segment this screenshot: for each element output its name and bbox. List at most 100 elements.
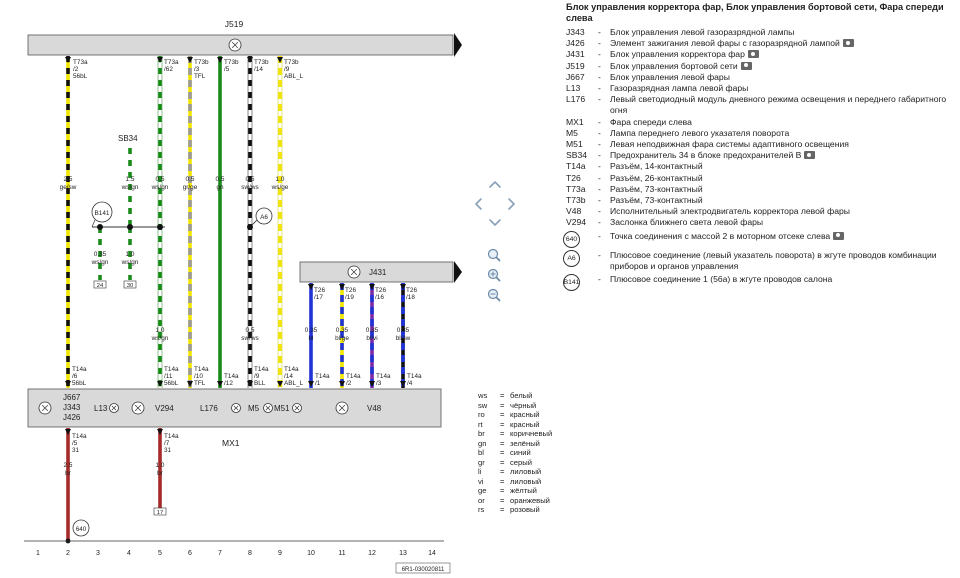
svg-text:/5: /5 <box>72 440 78 447</box>
svg-text:br: br <box>157 470 164 477</box>
svg-text:T73b: T73b <box>254 59 269 66</box>
svg-text:2: 2 <box>66 550 70 557</box>
svg-text:sw/ws: sw/ws <box>241 335 258 342</box>
legend-description: Исполнительный электродвигатель корректо… <box>610 206 850 217</box>
legend-dash: - <box>598 183 601 194</box>
svg-text:T14a: T14a <box>284 366 299 373</box>
svg-text:/62: /62 <box>164 66 173 73</box>
column-numbers: 1 2 3 4 5 6 7 8 9 10 11 12 13 14 <box>36 550 436 557</box>
unit-cross-marks <box>41 404 346 412</box>
legend-description: Плюсовое соединение (левый указатель пов… <box>610 249 937 271</box>
ground-point-640 <box>72 519 90 537</box>
wire-color-row: li=лиловый <box>478 467 552 477</box>
svg-text:1.5: 1.5 <box>126 176 135 183</box>
connector-arrows <box>65 57 406 435</box>
color-abbr: gr <box>478 457 485 467</box>
svg-text:24: 24 <box>97 283 104 289</box>
svg-text:TFL: TFL <box>194 380 206 387</box>
legend-title: Блок управления корректора фар, Блок упр… <box>566 2 944 23</box>
continue-arrow-top[interactable] <box>454 33 462 57</box>
legend-item: L176-Левый светодиодный модуль дневного … <box>566 94 956 116</box>
main-wires <box>66 56 405 528</box>
pan-down-icon[interactable] <box>489 219 501 226</box>
wire-color-row: sw=чёрный <box>478 401 552 411</box>
legend-item: J667-Блок управления левой фары <box>566 72 956 83</box>
svg-text:31: 31 <box>72 447 80 454</box>
color-abbr: vi <box>478 476 484 486</box>
svg-text:T14a: T14a <box>72 433 87 440</box>
camera-icon[interactable] <box>804 151 816 160</box>
legend-description: Плюсовое соединение 1 (56a) в жгуте пров… <box>610 274 833 285</box>
ground-box-17 <box>153 507 167 516</box>
zoom-out-icon[interactable] <box>487 288 501 302</box>
svg-text:ABL_L: ABL_L <box>284 380 304 387</box>
legend-code: J519 <box>566 60 585 71</box>
legend-dash: - <box>598 83 601 94</box>
legend-description: Разъём, 14-контактный <box>610 161 703 172</box>
wire-color-row: ro=красный <box>478 410 552 420</box>
svg-text:M51: M51 <box>274 404 290 413</box>
color-abbr: sw <box>478 400 488 410</box>
legend-item: J343-Блок управления левой газоразрядной… <box>566 27 956 38</box>
svg-text:0.5: 0.5 <box>156 176 165 183</box>
splice-a6 <box>255 207 273 225</box>
svg-text:1.0: 1.0 <box>126 251 135 258</box>
legend-dash: - <box>598 127 601 138</box>
continue-arrow-mid[interactable] <box>454 261 462 283</box>
svg-text:/6: /6 <box>72 373 78 380</box>
legend-item: L13-Газоразрядная лампа левой фары <box>566 83 956 94</box>
equals-sign: = <box>500 438 505 448</box>
svg-text:sw/ws: sw/ws <box>241 184 258 191</box>
legend-item: M5-Лампа переднего левого указателя пово… <box>566 128 956 139</box>
svg-text:T73a: T73a <box>164 59 179 66</box>
svg-text:13: 13 <box>399 550 407 557</box>
legend-dash: - <box>598 60 601 71</box>
svg-text:J426: J426 <box>63 413 81 422</box>
svg-text:T73a: T73a <box>73 59 88 66</box>
svg-text:T73b: T73b <box>284 59 299 66</box>
ref-code: 6R1-030020811 <box>402 567 445 573</box>
camera-icon[interactable] <box>842 39 854 48</box>
wire-labels: 2.5 ge/sw 1.5 ws/gn 0.5 ws/gn 0.5 gr/ge … <box>60 176 411 477</box>
svg-text:J343: J343 <box>63 403 81 412</box>
svg-text:T14a: T14a <box>254 366 269 373</box>
navigation-controls <box>475 181 515 302</box>
pan-left-icon[interactable] <box>475 198 482 210</box>
camera-icon[interactable] <box>747 50 759 59</box>
svg-text:/4: /4 <box>407 380 413 387</box>
svg-text:ws/gn: ws/gn <box>121 184 139 191</box>
svg-text:31: 31 <box>164 447 172 454</box>
svg-text:T26: T26 <box>375 287 386 294</box>
svg-text:10: 10 <box>307 550 315 557</box>
pan-up-icon[interactable] <box>489 181 501 188</box>
svg-text:12: 12 <box>368 550 376 557</box>
svg-text:0.35: 0.35 <box>305 327 318 334</box>
legend-description: Заслонка ближнего света левой фары <box>610 217 764 228</box>
legend-code: J343 <box>566 27 585 37</box>
zoom-in-icon[interactable] <box>487 268 501 282</box>
svg-text:/3: /3 <box>376 380 382 387</box>
camera-icon[interactable] <box>740 61 752 70</box>
svg-text:/19: /19 <box>345 294 354 301</box>
zoom-fit-icon[interactable] <box>487 248 501 262</box>
legend-dash: - <box>598 49 601 60</box>
legend-item: T73a-Разъём, 73-контактный <box>566 184 956 195</box>
branch-box-30 <box>123 280 137 289</box>
legend-code: B141 <box>563 274 598 292</box>
legend-code: J431 <box>566 49 585 60</box>
legend-dash: - <box>598 249 601 260</box>
svg-text:T14a: T14a <box>315 373 330 380</box>
svg-text:/9: /9 <box>254 373 260 380</box>
camera-icon[interactable] <box>833 231 845 240</box>
svg-text:T26: T26 <box>314 287 325 294</box>
legend-item: T14a-Разъём, 14-контактный <box>566 161 956 172</box>
pan-right-icon[interactable] <box>508 198 515 210</box>
svg-text:56bL: 56bL <box>72 380 87 387</box>
svg-text:/12: /12 <box>224 380 233 387</box>
legend-dash: - <box>598 71 601 82</box>
svg-text:3: 3 <box>96 550 100 557</box>
svg-text:L13: L13 <box>94 404 108 413</box>
legend-description: Разъём, 26-контактный <box>610 172 703 183</box>
svg-text:/16: /16 <box>375 294 384 301</box>
color-name: синий <box>510 448 531 457</box>
